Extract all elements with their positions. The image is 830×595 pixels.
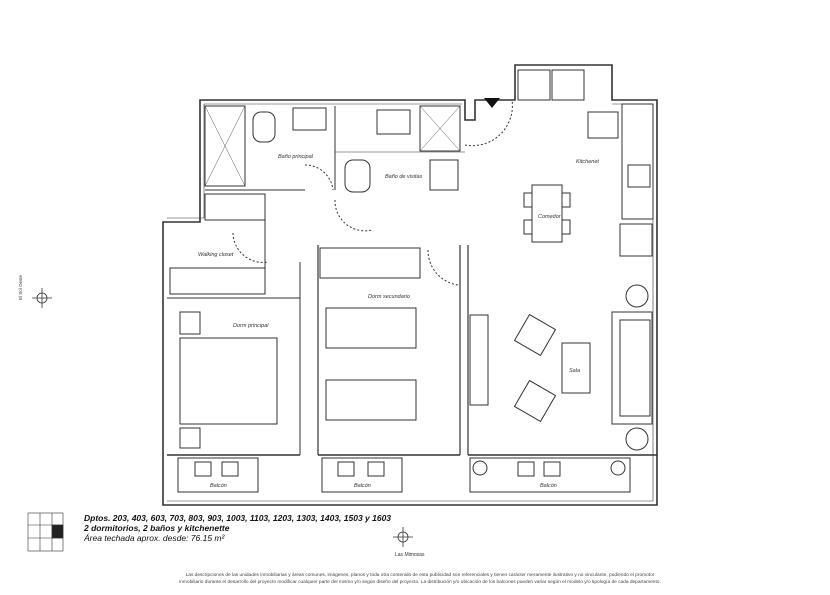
sink-visitas-2 [429, 159, 459, 191]
label-comedor: Comedor [538, 214, 562, 220]
disclaimer: Las descripciones de las unidades inmobi… [60, 572, 780, 586]
closet-bottom [169, 267, 266, 295]
dining-table [531, 184, 563, 243]
disclaimer-line-1: Las descripciones de las unidades inmobi… [185, 573, 655, 578]
closet-secundario [319, 247, 421, 279]
armchair-1 [513, 313, 557, 357]
label-balcon-3: Balcón [540, 483, 557, 489]
rooms-summary: 2 dormitorios, 2 baños y kitchenette [84, 523, 230, 533]
units-list: Dptos. 203, 403, 603, 703, 803, 903, 100… [84, 513, 392, 523]
label-balcon-1: Balcón [210, 483, 227, 489]
wc-principal [252, 111, 276, 143]
tv-console [469, 314, 489, 406]
door-arc-2 [334, 199, 373, 232]
bed-principal [179, 337, 278, 425]
street-left-label: El Sol Oeste [18, 274, 23, 300]
bed-secundario-1 [325, 307, 417, 349]
label-kitchenet: Kitchenet [576, 159, 599, 165]
compass-icon-bottom [393, 527, 413, 547]
wc-visitas [344, 159, 371, 193]
label-sala: Sala [569, 368, 580, 374]
bed-secundario-2 [325, 379, 417, 421]
door-arc-3 [464, 99, 513, 147]
area-text: Área techada aprox. desde: 76.15 m² [84, 533, 225, 543]
label-dorm-secundario: Dorm secundario [368, 294, 410, 300]
sink-principal [292, 107, 327, 131]
side-table-bottom [625, 427, 649, 451]
washer [517, 69, 551, 101]
label-bano-principal: Baño principal [278, 154, 314, 160]
label-balcon-2: Balcón [354, 483, 371, 489]
compass-icon [32, 288, 52, 308]
nightstand-2 [179, 427, 201, 449]
key-plan [27, 512, 64, 552]
exterior-wall [162, 64, 658, 506]
door-arc-4 [232, 232, 269, 263]
closet-top [204, 193, 266, 221]
unit-info: Dptos. 203, 403, 603, 703, 803, 903, 100… [84, 513, 504, 543]
stove [587, 111, 619, 139]
label-dorm-principal: Dorm principal [233, 323, 269, 329]
door-arc-5 [427, 249, 459, 286]
dryer [551, 69, 585, 101]
label-bano-visitas: Baño de visitas [385, 174, 423, 180]
side-table-top [625, 284, 649, 308]
label-walking-closet: Walking closet [198, 252, 234, 258]
sofa [611, 311, 653, 425]
fridge [619, 223, 653, 257]
door-arc-1 [304, 164, 334, 191]
kitchen-counter [621, 103, 654, 220]
shower-visitas [419, 105, 461, 152]
disclaimer-line-2: inmobiliario durante el desarrollo del p… [179, 580, 661, 585]
armchair-2 [513, 379, 557, 423]
street-bottom-label: Las Mimosas [395, 552, 425, 558]
balcony-3 [469, 457, 631, 493]
entry-marker [484, 98, 500, 108]
shower-principal [204, 105, 246, 187]
balcony-1 [177, 457, 259, 493]
nightstand-1 [179, 311, 201, 335]
kitchen-sink [627, 164, 651, 188]
sink-visitas [376, 109, 411, 135]
balcony-2 [321, 457, 403, 493]
coffee-table [561, 342, 591, 394]
